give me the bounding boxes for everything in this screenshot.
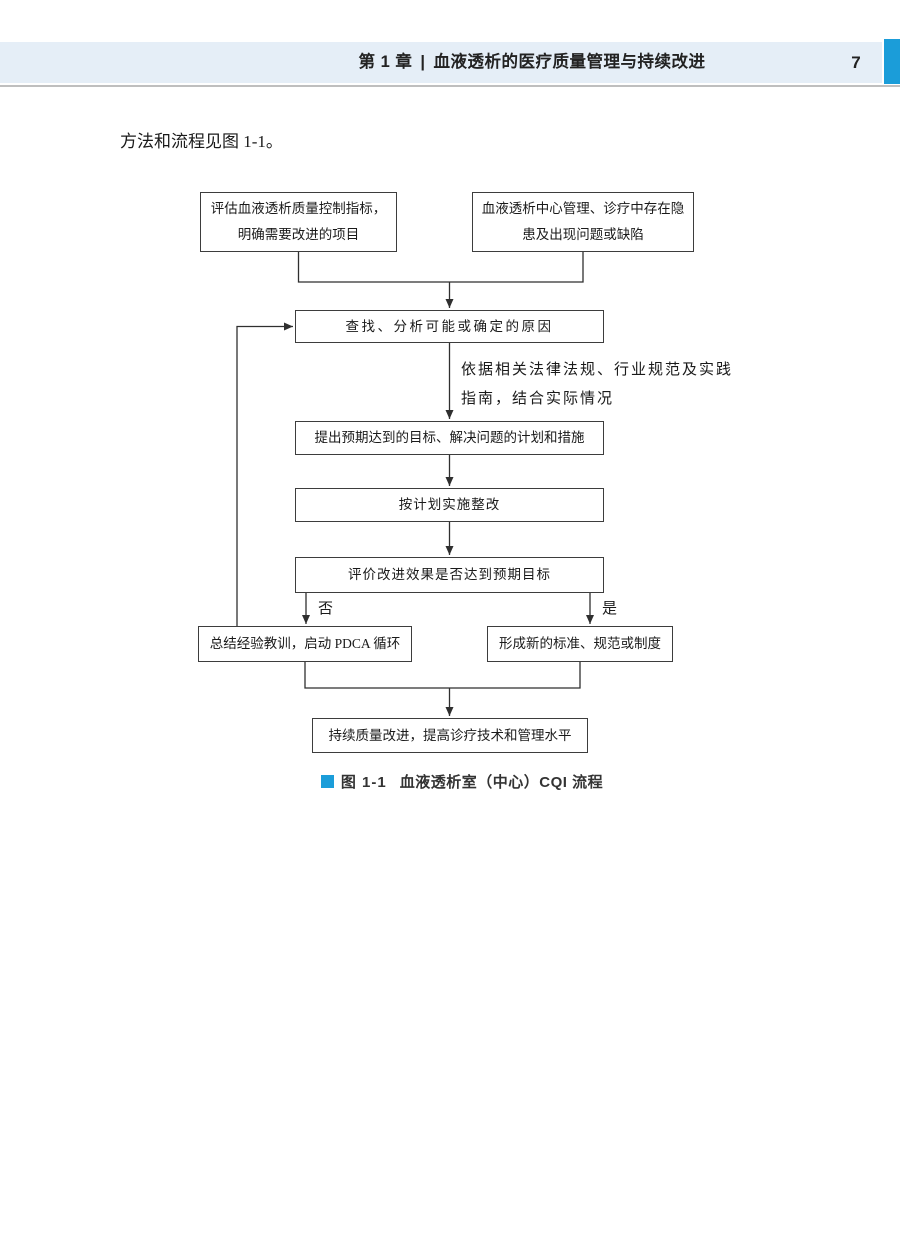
flow-note: 依据相关法律法规、行业规范及实践 指南，结合实际情况 xyxy=(461,356,771,414)
intro-text: 方法和流程见图 1-1。 xyxy=(120,132,283,151)
running-header: 第 1 章 | 血液透析的医疗质量管理与持续改进 xyxy=(359,53,706,72)
chapter-title: 血液透析的医疗质量管理与持续改进 xyxy=(433,53,706,71)
figure-label: 图 1-1 xyxy=(340,774,387,791)
figure-caption: 图 1-1 血液透析室（中心）CQI 流程 xyxy=(12,771,900,792)
page-number: 7 xyxy=(851,53,861,72)
flow-box-hazard-line1: 血液透析中心管理、诊疗中存在隐 xyxy=(481,201,685,216)
branch-label-yes: 是 xyxy=(602,601,618,617)
header-rule xyxy=(0,85,900,87)
flow-box-evaluate: 评价改进效果是否达到预期目标 xyxy=(295,557,604,593)
flow-box-implement: 按计划实施整改 xyxy=(295,488,604,522)
flow-note-line2: 指南，结合实际情况 xyxy=(461,391,615,407)
flow-box-standard: 形成新的标准、规范或制度 xyxy=(487,626,673,662)
flow-note-line1: 依据相关法律法规、行业规范及实践 xyxy=(461,362,734,378)
chapter-label: 第 1 章 xyxy=(358,53,413,71)
header-band xyxy=(0,42,882,83)
flow-box-assess: 评估血液透析质量控制指标， 明确需要改进的项目 xyxy=(200,192,397,252)
flow-box-analyze: 查找、分析可能或确定的原因 xyxy=(295,310,604,343)
chapter-divider: | xyxy=(420,53,426,71)
flow-box-hazard: 血液透析中心管理、诊疗中存在隐 患及出现问题或缺陷 xyxy=(472,192,694,252)
caption-bullet-icon xyxy=(320,775,334,788)
flow-box-pdca: 总结经验教训，启动 PDCA 循环 xyxy=(198,626,412,662)
flow-box-assess-line2: 明确需要改进的项目 xyxy=(237,227,360,242)
flow-box-hazard-line2: 患及出现问题或缺陷 xyxy=(522,227,644,242)
flow-box-assess-line1: 评估血液透析质量控制指标， xyxy=(210,201,387,216)
flow-box-plan: 提出预期达到的目标、解决问题的计划和措施 xyxy=(295,421,604,455)
header-accent-icon xyxy=(884,39,900,84)
flow-box-cqi: 持续质量改进，提高诊疗技术和管理水平 xyxy=(312,718,588,753)
branch-label-no: 否 xyxy=(318,601,334,617)
figure-title: 血液透析室（中心）CQI 流程 xyxy=(399,774,604,791)
